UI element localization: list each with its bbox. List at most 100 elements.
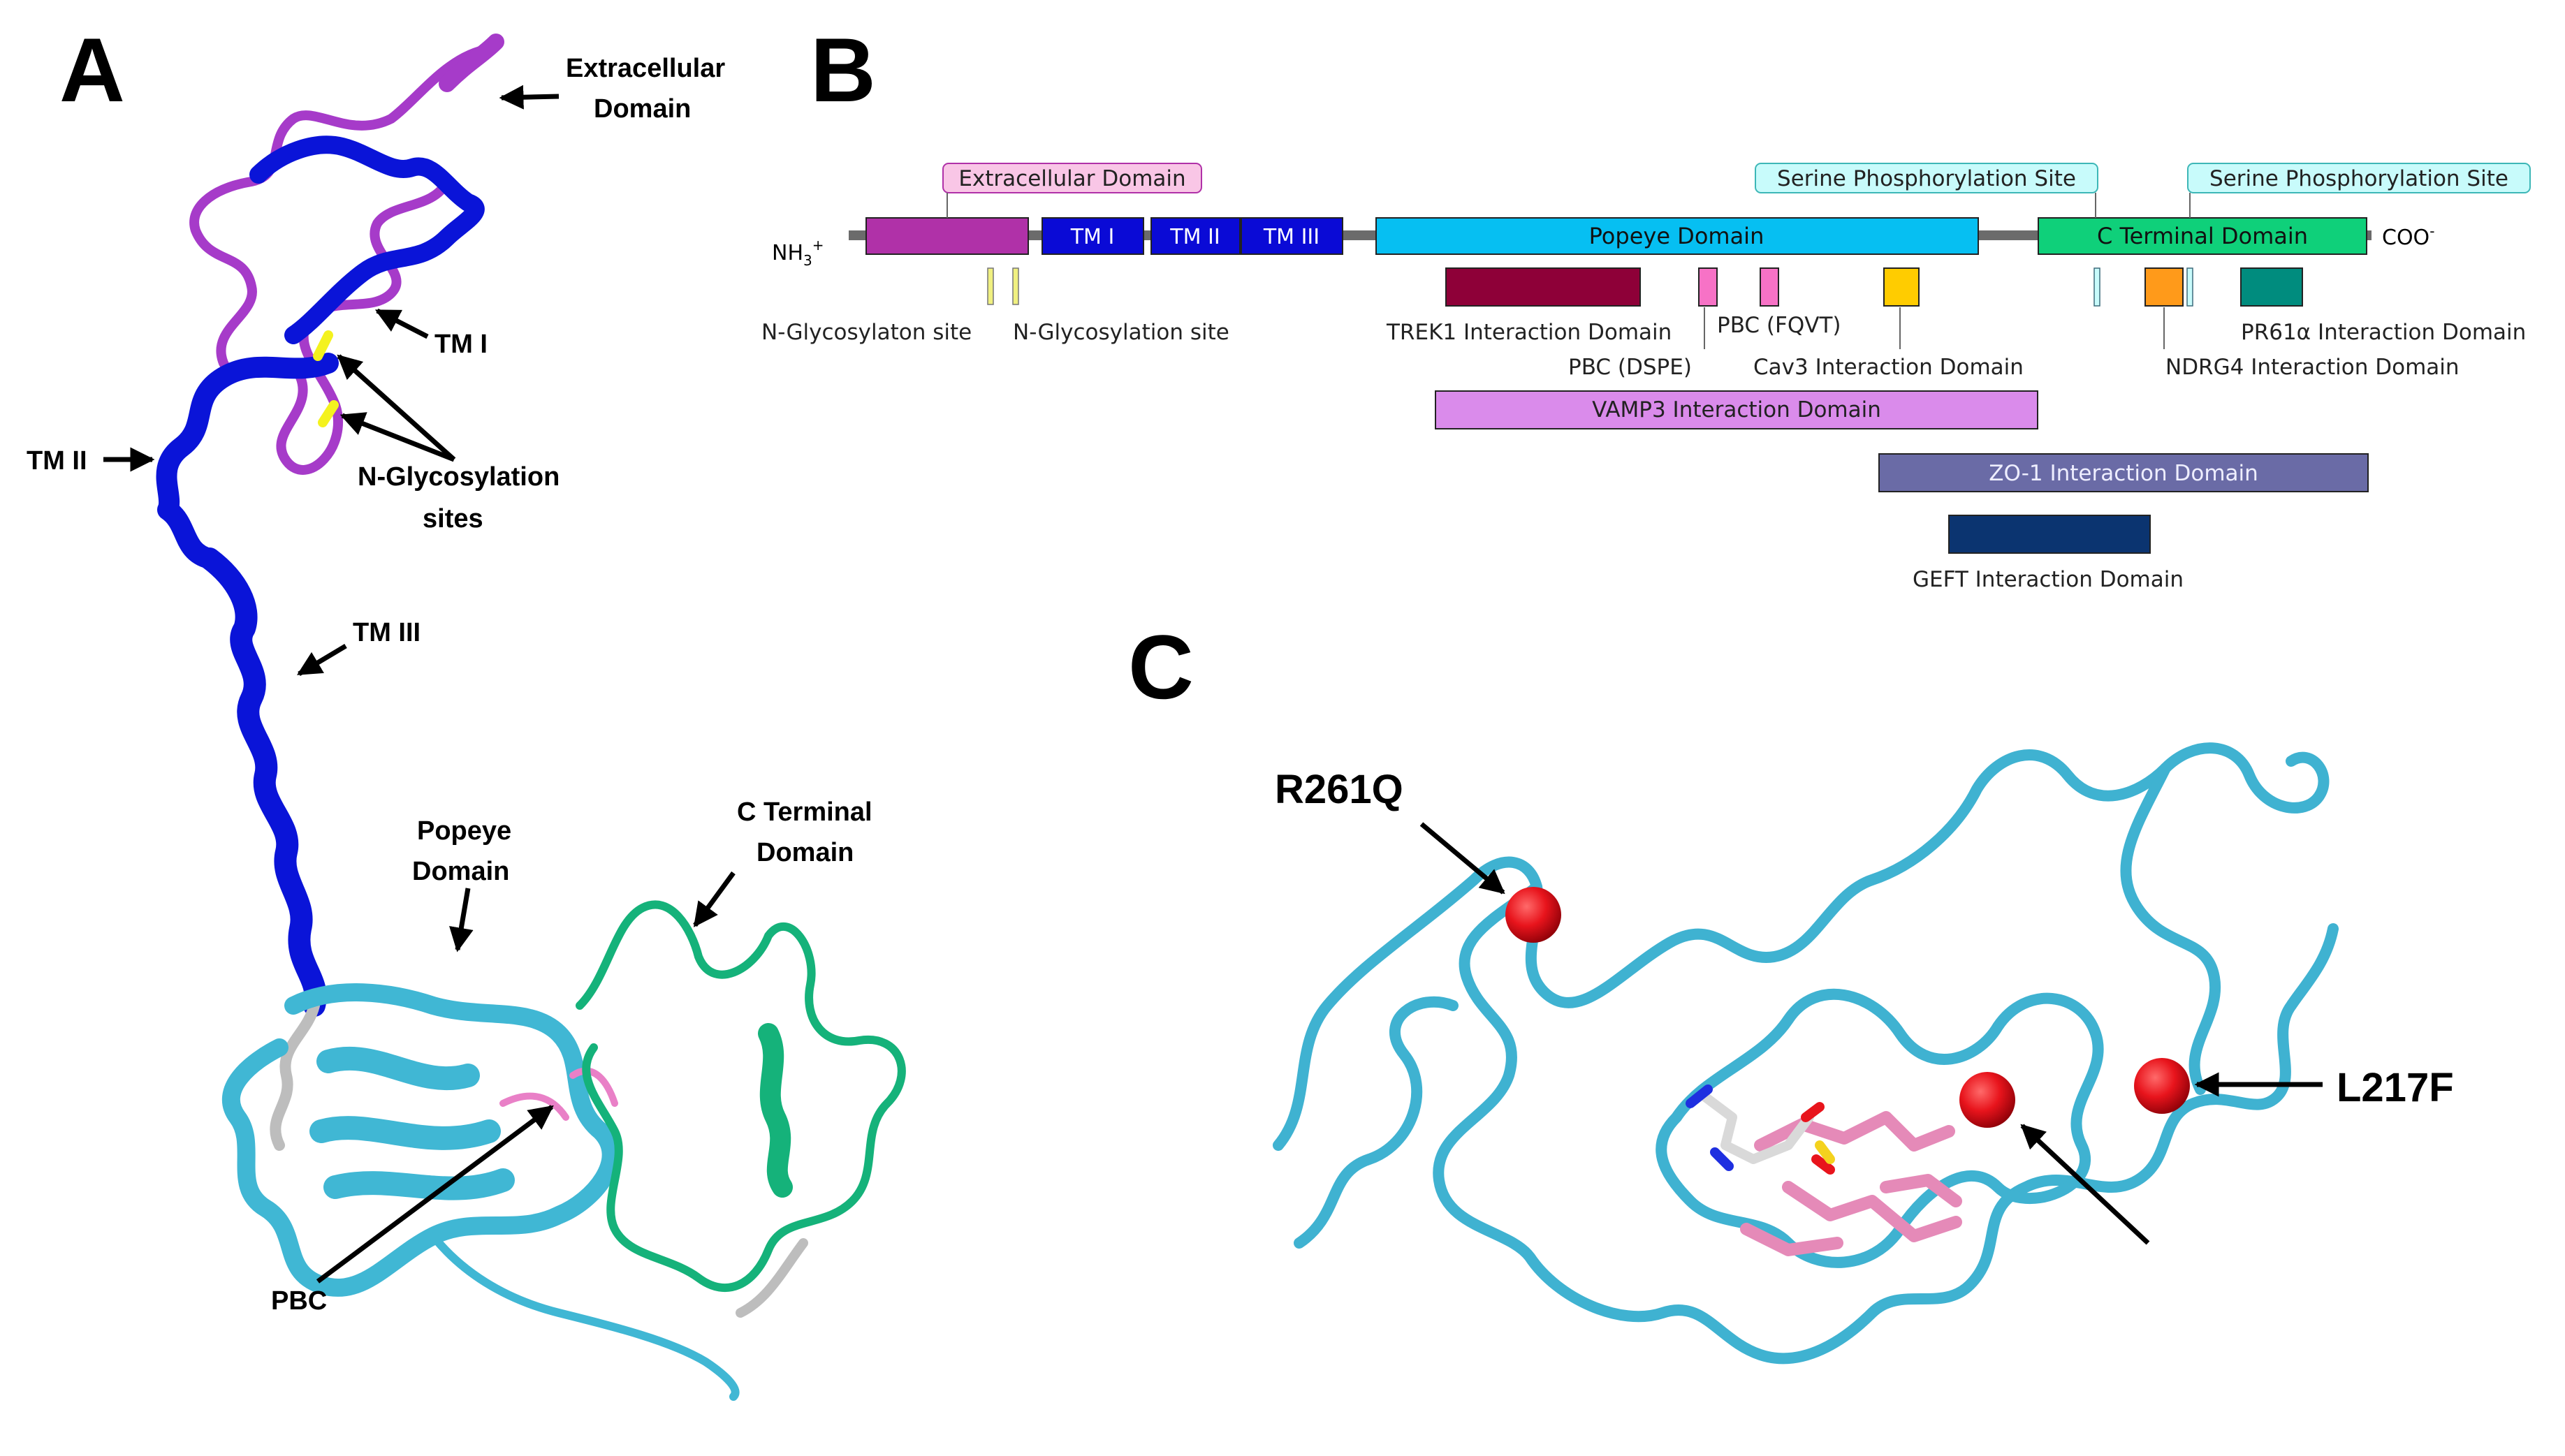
c-terminal-grey: [736, 1238, 808, 1318]
label-extracellular-line1: Extracellular: [566, 54, 725, 83]
ligand-red-atoms: [1801, 1102, 1835, 1175]
tm1-label: TM I: [1070, 225, 1115, 249]
tm2-box: [1150, 217, 1241, 255]
panel-a-structure: [156, 34, 906, 1401]
arrow-r261q: [1419, 822, 1505, 895]
extracellular-callout: Extracellular Domain: [958, 166, 1185, 191]
ligand-pink: [1740, 1111, 1962, 1256]
panel-label-a: A: [59, 19, 125, 121]
zo1-label: ZO-1 Interaction Domain: [1989, 461, 2258, 486]
panel-c-backbone-inner: [1433, 881, 2339, 1365]
serine2-callout: Serine Phosphorylation Site: [2209, 166, 2508, 191]
glyco1-label: N-Glycosylaton site: [761, 320, 972, 345]
arrow-extracellular: [499, 84, 560, 110]
arrow-pbc: [316, 1105, 554, 1284]
panel-b-map: NH3+ COO- TM I TM II TM III Popeye Domai…: [761, 163, 2531, 592]
sphere-unlabeled: [1959, 1072, 2015, 1128]
panel-c-arrows: [1419, 822, 2323, 1245]
vamp3-box: [1435, 390, 2038, 429]
panel-c-ligands: [1686, 1084, 1962, 1256]
trek1-label: TREK1 Interaction Domain: [1386, 320, 1672, 345]
linker: [270, 1000, 320, 1151]
arrow-tm3: [296, 643, 347, 677]
popeye-loop-lower: [429, 1232, 740, 1401]
label-r261q: R261Q: [1275, 767, 1403, 812]
pr61-box: [2240, 267, 2303, 307]
popeye-box: [1375, 217, 1979, 255]
geft-box: [1948, 515, 2151, 554]
label-popeye-line2: Domain: [412, 857, 509, 886]
tm3-label: TM III: [1263, 225, 1320, 249]
cav3-label: Cav3 Interaction Domain: [1753, 355, 2024, 380]
label-tm2: TM II: [27, 446, 87, 476]
trek1-box: [1445, 267, 1641, 307]
cav3-box: [1883, 267, 1920, 307]
serine1-callout-box: [1755, 163, 2098, 193]
pbc-fqvt-label: PBC (FQVT): [1717, 313, 1841, 338]
label-extracellular-line2: Domain: [594, 94, 691, 124]
serine2-callout-box: [2187, 163, 2531, 193]
arrow-popeye: [449, 888, 474, 953]
panel-c-structure: [1273, 742, 2339, 1365]
glyco2-label: N-Glycosylation site: [1013, 320, 1229, 345]
tm1-box: [1042, 217, 1144, 255]
coo-label: COO-: [2382, 223, 2434, 250]
tm-helix-upper: [249, 135, 485, 344]
geft-label: GEFT Interaction Domain: [1913, 567, 2184, 592]
glyco-site-2: [318, 400, 339, 427]
zo1-box: [1878, 453, 2369, 492]
label-glyco-line1: N-Glycosylation: [358, 462, 560, 492]
popeye-domain: [221, 983, 620, 1297]
tm2-label: TM II: [1169, 225, 1220, 249]
panel-label-c: C: [1128, 616, 1194, 718]
extracellular-loops: [189, 44, 494, 475]
label-cterm-line1: C Terminal: [737, 797, 872, 827]
panel-c-backbone-left: [1294, 996, 1459, 1249]
panel-a-arrows: [103, 84, 736, 1284]
cterminal-box: [2038, 217, 2367, 255]
panel-c-backbone-right: [2120, 763, 2221, 1095]
ligand-blue-atoms: [1686, 1084, 1734, 1171]
sphere-r261q: [1505, 887, 1561, 943]
vamp3-label: VAMP3 Interaction Domain: [1592, 397, 1881, 422]
ndrg4-label: NDRG4 Interaction Domain: [2165, 355, 2460, 380]
pbc-fqvt-box: [1760, 267, 1779, 307]
extracellular-tip: [439, 34, 504, 92]
arrow-glyco-1: [337, 354, 456, 462]
cterminal-label: C Terminal Domain: [2097, 223, 2308, 249]
nh3-label: NH3+: [772, 237, 824, 269]
pbc-dspe-box: [1698, 267, 1718, 307]
arrow-tm1: [374, 308, 429, 339]
extracellular-callout-box: [942, 163, 1202, 193]
arrow-cterm: [693, 871, 736, 927]
panel-c-backbone-outer: [1273, 742, 2330, 1151]
popeye-label: Popeye Domain: [1589, 223, 1764, 249]
c-terminal-domain: [576, 900, 906, 1293]
pbc-segment: [499, 1067, 618, 1121]
serine-marker-1: [2093, 267, 2100, 307]
label-popeye-line1: Popeye: [417, 816, 511, 846]
label-l217f: L217F: [2337, 1065, 2454, 1110]
label-glyco-line2: sites: [423, 504, 483, 534]
c-terminal-helix: [758, 1023, 793, 1198]
glyco-site-1: [313, 330, 333, 361]
sphere-l217f: [2134, 1058, 2190, 1114]
label-tm3: TM III: [353, 618, 421, 647]
arrow-glyco-2: [339, 412, 455, 462]
label-cterm-line2: Domain: [757, 838, 854, 867]
tm2-helix: [156, 353, 339, 569]
serine1-callout: Serine Phosphorylation Site: [1777, 166, 2076, 191]
ligand-white: [1700, 1091, 1814, 1164]
label-tm1: TM I: [434, 330, 488, 359]
ligand-yellow-atom: [1815, 1140, 1835, 1164]
panel-c-labels: R261Q L217F: [1275, 767, 2454, 1110]
panel-c-backbone-middle: [1656, 988, 2104, 1268]
panel-a-labels: Extracellular Domain TM I TM II N-Glycos…: [27, 54, 872, 1316]
extracellular-box: [865, 217, 1029, 255]
tm3-box: [1241, 217, 1343, 255]
arrow-unlabeled: [2020, 1124, 2150, 1245]
serine-marker-2: [2186, 267, 2193, 307]
glyco-site-marker-2: [1012, 267, 1019, 305]
panel-label-b: B: [810, 19, 876, 121]
